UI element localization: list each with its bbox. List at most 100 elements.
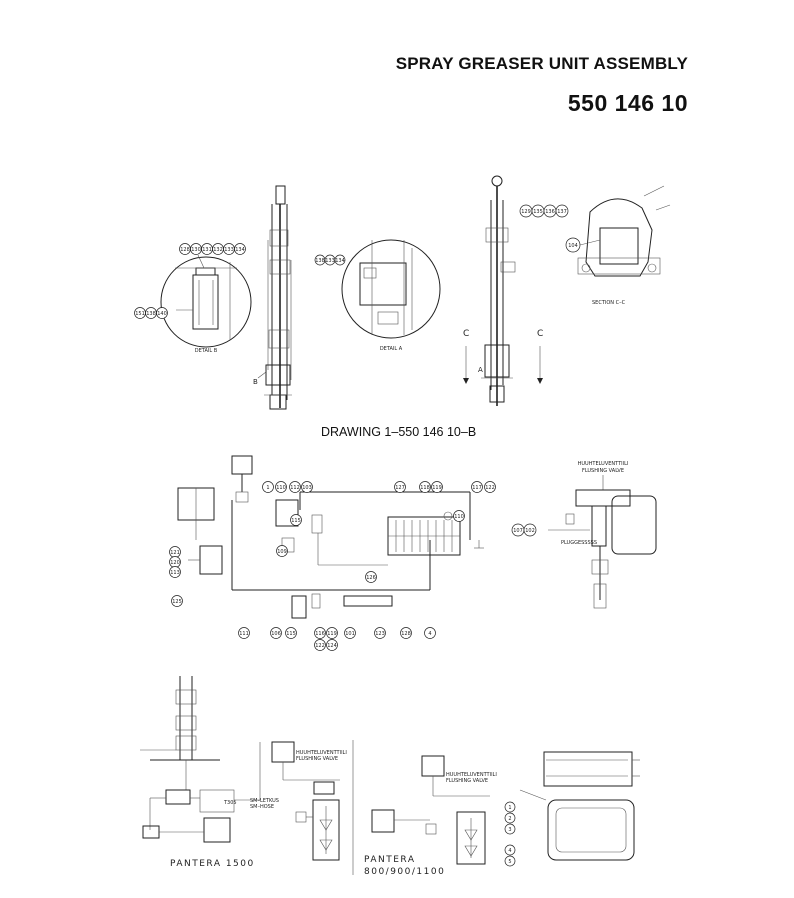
callout-label: 122	[485, 485, 495, 491]
callout-label: 3	[508, 827, 511, 833]
pantera-label-1: PANTERA	[364, 855, 415, 865]
section-cc-label: SECTION C–C	[592, 300, 626, 306]
right-valve-fi: HUUHTELUVENTTIILI	[446, 772, 497, 778]
callout-1	[504, 801, 516, 813]
callout-113	[169, 566, 181, 578]
callout-117	[471, 481, 483, 493]
callout-label: 128	[180, 247, 190, 253]
marker-a: A	[478, 366, 483, 374]
callout-label: 120	[170, 560, 180, 566]
callout-2	[504, 812, 516, 824]
marker-b: B	[253, 378, 258, 386]
callout-label: 134	[235, 247, 245, 253]
section-c-right: C	[537, 329, 545, 339]
callout-110	[275, 481, 287, 493]
callout-label: 122	[315, 643, 325, 649]
section-c-left: C	[463, 329, 471, 339]
callout-label: 127	[395, 485, 405, 491]
callout-123	[374, 627, 386, 639]
callout-label: 130	[191, 247, 201, 253]
callout-137	[555, 204, 569, 218]
right-valve-en: FLUSHING VALVE	[446, 778, 488, 784]
callout-label: 1	[266, 485, 269, 491]
callout-label: 118	[420, 485, 430, 491]
callout-128	[400, 627, 412, 639]
callout-label: 124	[327, 643, 337, 649]
svg-text:104: 104	[568, 243, 578, 249]
callout-3	[504, 823, 516, 835]
left-valve-fi: HUUHTELUVENTTIILI	[296, 750, 347, 756]
pantera-1500-schematic: T305 PANTERA 1500	[140, 676, 261, 869]
callout-label: 1	[508, 805, 511, 811]
pantera-1500-label: PANTERA 1500	[170, 859, 255, 869]
callout-102	[523, 523, 537, 537]
callout-134	[234, 243, 246, 255]
callout-134	[334, 254, 346, 266]
callout-119	[431, 481, 443, 493]
callout-1	[262, 481, 274, 493]
callout-115	[285, 627, 297, 639]
valve-title-en: FLUSHING VALVE	[582, 468, 624, 474]
callout-103	[301, 481, 313, 493]
callout-111	[238, 627, 250, 639]
pantera-800-900-1100-schematic: HUUHTELUVENTTIILI FLUSHING VALVE PANTERA…	[364, 755, 497, 877]
callout-label: 125	[172, 599, 182, 605]
callout-label: 112	[290, 485, 300, 491]
callout-122	[314, 639, 326, 651]
callout-106	[270, 627, 282, 639]
flushing-valve-left: HUUHTELUVENTTIILI FLUSHING VALVE SM–LETK…	[250, 741, 347, 861]
callout-label: 121	[170, 550, 180, 556]
callout-label: 2	[508, 816, 511, 822]
callout-label: 151	[135, 311, 145, 317]
callout-label: 126	[366, 575, 376, 581]
callout-112	[289, 481, 301, 493]
callout-label: 138	[146, 311, 156, 317]
callout-label: 131	[202, 247, 212, 253]
callout-label: 123	[375, 631, 385, 637]
callout-label: 109	[277, 549, 287, 555]
flushing-valve-detail: HUUHTELUVENTTIILI FLUSHING VALVE PLUGGES…	[511, 461, 657, 609]
callout-label: 136	[545, 209, 555, 215]
callout-label: 117	[472, 485, 482, 491]
callout-label: 110	[454, 514, 464, 520]
callout-label: 110	[276, 485, 286, 491]
box-label: T305	[223, 800, 237, 806]
callout-label: 138	[315, 258, 325, 264]
drawing-caption: DRAWING 1–550 146 10–B	[321, 425, 477, 439]
callout-label: 133	[224, 247, 234, 253]
callout-label: 115	[286, 631, 296, 637]
callout-label: 113	[170, 570, 180, 576]
callout-122	[484, 481, 496, 493]
valve-small-label: PLUGGESSSSS	[561, 540, 597, 546]
callout-label: 5	[508, 859, 511, 865]
part-number: 550 146 10	[567, 90, 688, 116]
left-drill-boom: B	[253, 185, 292, 410]
callout-126	[365, 571, 377, 583]
right-drill-boom: A C C	[463, 175, 545, 406]
callout-label: 137	[557, 209, 567, 215]
callout-140	[156, 307, 168, 319]
callout-4	[504, 844, 516, 856]
callout-118	[419, 481, 431, 493]
callout-124	[326, 639, 338, 651]
callout-125	[171, 595, 183, 607]
callout-label: 106	[271, 631, 281, 637]
hose-label-1: SM–LETKUS	[250, 798, 279, 804]
hose-label-2: SM–HOSE	[250, 804, 274, 810]
callout-label: 134	[335, 258, 345, 264]
left-valve-en: FLUSHING VALVE	[296, 756, 338, 762]
callout-label: 133	[325, 258, 335, 264]
valve-title-fi: HUUHTELUVENTTIILI	[578, 461, 629, 467]
callout-label: 111	[239, 631, 249, 637]
callout-label: 116	[315, 631, 325, 637]
